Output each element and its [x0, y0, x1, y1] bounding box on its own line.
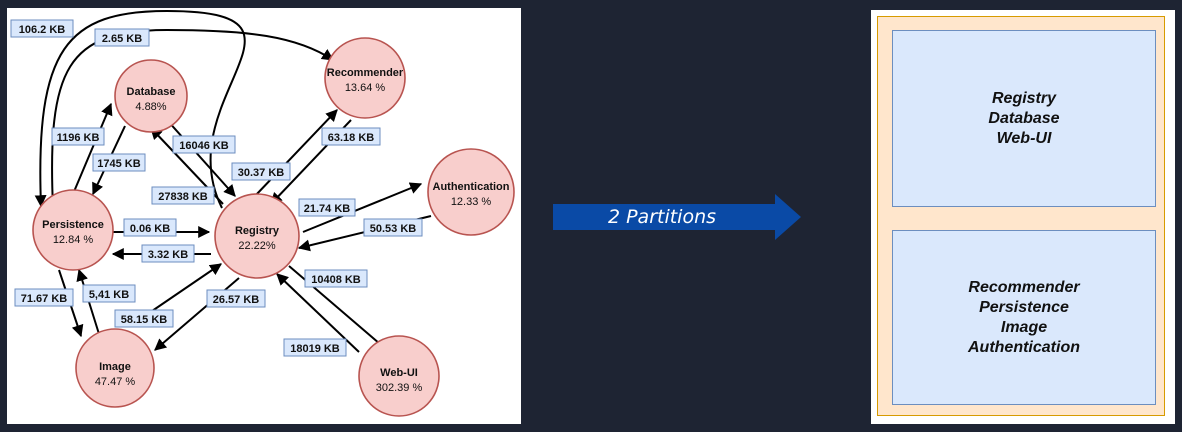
edge-label: 26.57 KB [206, 289, 266, 308]
edge-registry-to-recommender [254, 109, 338, 197]
edge-label-text: 106.2 KB [19, 24, 66, 36]
partition-member: Recommender [968, 278, 1080, 296]
edge-label: 18019 KB [283, 338, 347, 357]
node-webui-name: Web-UI [380, 367, 418, 379]
edge-label: 5,41 KB [82, 284, 136, 303]
edge-label: 16046 KB [172, 135, 236, 154]
edge-label-text: 1196 KB [57, 132, 100, 144]
edge-label: 71.67 KB [14, 288, 74, 307]
edge-database-to-registry [166, 119, 236, 197]
service-graph-panel: Database 4.88% Recommender 13.64 % Persi… [7, 8, 521, 424]
edge-registry-to-authentication [302, 182, 423, 233]
edge-label: 30.37 KB [231, 162, 291, 181]
edge-label-text: 27838 KB [158, 191, 208, 203]
partition-count-label: 2 Partitions [607, 206, 717, 228]
edge-label: 10408 KB [304, 269, 368, 288]
edge-label-text: 50.53 KB [370, 223, 417, 235]
edge-persistence-to-recommender [51, 28, 334, 209]
node-recommender-name: Recommender [327, 67, 404, 79]
node-database-value: 4.88% [135, 101, 166, 113]
partition-member: Registry [991, 89, 1057, 107]
edge-persistence-to-database [72, 102, 113, 195]
node-persistence[interactable]: Persistence 12.84 % [32, 189, 114, 271]
partition-member: Image [1000, 318, 1048, 336]
edge-label-text: 71.67 KB [21, 293, 68, 305]
edge-label: 50.53 KB [363, 218, 423, 237]
partition-1: Registry Database Web-UI [892, 30, 1156, 207]
node-registry-name: Registry [235, 225, 280, 237]
node-authentication-name: Authentication [433, 181, 510, 193]
node-authentication-value: 12.33 % [451, 196, 492, 208]
edge-label-text: 0.06 KB [130, 223, 170, 235]
node-image-name: Image [99, 361, 131, 373]
node-image-value: 47.47 % [95, 376, 136, 388]
node-webui-value: 302.39 % [376, 382, 423, 394]
edge-label-text: 26.57 KB [213, 294, 260, 306]
node-authentication[interactable]: Authentication 12.33 % [427, 148, 515, 236]
edge-label-text: 16046 KB [179, 140, 229, 152]
edge-label-text: 63.18 KB [328, 132, 375, 144]
edge-label-text: 2.65 KB [102, 33, 142, 45]
edge-label: 63.18 KB [321, 127, 381, 146]
edge-label: 3.32 KB [141, 244, 195, 263]
service-graph: Database 4.88% Recommender 13.64 % Persi… [10, 9, 515, 417]
node-persistence-name: Persistence [42, 219, 104, 231]
partition-arrow: 2 Partitions [553, 194, 801, 240]
node-registry[interactable]: Registry 22.22% [214, 193, 300, 279]
node-image[interactable]: Image 47.47 % [75, 328, 155, 408]
edge-label: 1745 KB [92, 153, 146, 172]
edge-label-text: 1745 KB [97, 158, 140, 170]
edge-label-text: 18019 KB [290, 343, 340, 355]
edge-label: 2.65 KB [94, 28, 150, 47]
node-recommender[interactable]: Recommender 13.64 % [324, 37, 406, 119]
partitions-frame: Registry Database Web-UI Recommender Per… [877, 16, 1165, 416]
partition-member: Web-UI [996, 129, 1052, 147]
partition-2: Recommender Persistence Image Authentica… [892, 230, 1156, 405]
edge-label: 106.2 KB [10, 19, 74, 38]
node-persistence-value: 12.84 % [53, 234, 94, 246]
node-registry-value: 22.22% [238, 240, 276, 252]
edge-labels: 106.2 KB 2.65 KB 1196 KB 1745 KB 16046 K… [10, 19, 423, 357]
edge-registry-to-persistence-outer [34, 9, 246, 209]
edge-label: 58.15 KB [114, 309, 174, 328]
edge-label-text: 10408 KB [311, 274, 361, 286]
edge-label-text: 3.32 KB [148, 249, 188, 261]
edge-label: 0.06 KB [123, 218, 177, 237]
partitions-panel: Registry Database Web-UI Recommender Per… [871, 10, 1175, 424]
arrow-shape [553, 194, 801, 240]
node-database-name: Database [127, 86, 176, 98]
edge-label: 27838 KB [151, 186, 215, 205]
edge-label-text: 21.74 KB [304, 203, 351, 215]
partition-member: Persistence [979, 298, 1069, 316]
node-webui[interactable]: Web-UI 302.39 % [358, 335, 440, 417]
edge-label: 21.74 KB [298, 198, 356, 217]
node-recommender-value: 13.64 % [345, 82, 386, 94]
edge-label-text: 58.15 KB [121, 314, 168, 326]
partition-member: Database [988, 109, 1060, 127]
edge-label: 1196 KB [51, 127, 105, 146]
node-database[interactable]: Database 4.88% [114, 59, 188, 133]
partition-member: Authentication [968, 338, 1080, 356]
edge-label-text: 30.37 KB [238, 167, 285, 179]
edge-label-text: 5,41 KB [89, 289, 129, 301]
